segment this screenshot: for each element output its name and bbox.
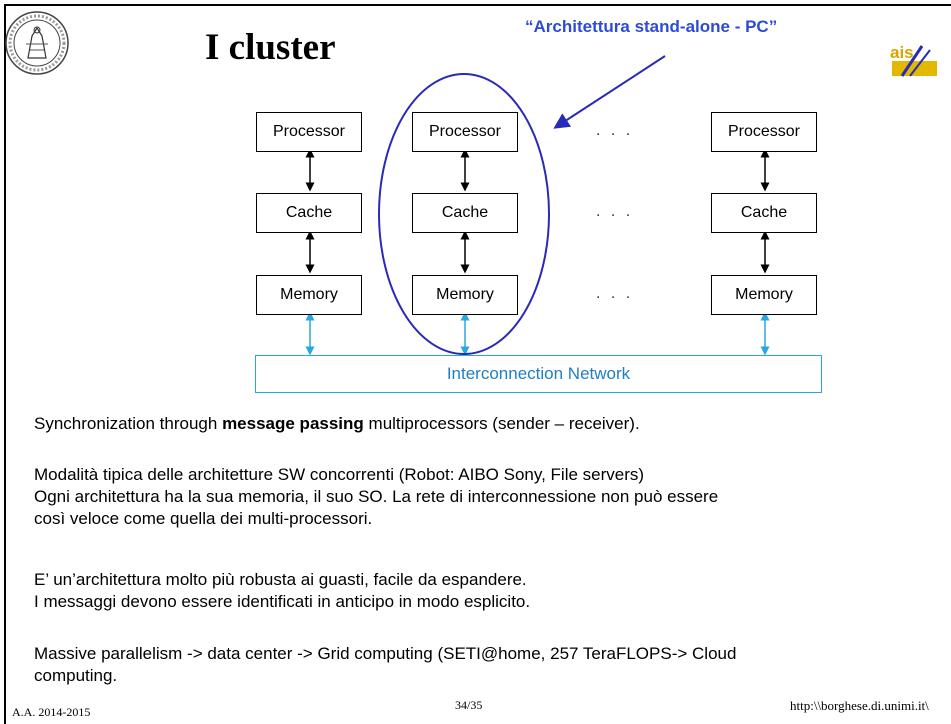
cache-box: Cache [412,193,518,233]
footer-page-number: 34/35 [455,698,483,712]
text-line: E’ un’architettura molto più robusta ai … [34,570,527,589]
svg-text:ais: ais [890,43,914,62]
footer-url[interactable]: http:\\borghese.di.unimi.it\ [790,698,929,713]
footer-academic-year: A.A. 2014-2015 [12,705,91,719]
paragraph-robustezza: E’ un’architettura molto più robusta ai … [34,569,530,613]
paragraph-modalita: Modalità tipica delle architetture SW co… [34,464,718,530]
slide-title: I cluster [205,27,336,68]
text-line: I messaggi devono essere identificati in… [34,592,531,611]
callout-label: “Architettura stand-alone - PC” [525,17,778,36]
university-seal-icon [5,11,69,75]
text: multiprocessors (sender – receiver). [363,414,640,433]
processor-box: Processor [256,112,362,152]
paragraph-message-passing: Synchronization through message passing … [34,413,640,435]
ais-logo-icon: ais [888,40,951,78]
text: Synchronization through [34,414,223,433]
text-line: Ogni architettura ha la sua memoria, il … [34,487,719,506]
interconnection-network: Interconnection Network [255,355,822,393]
memory-box: Memory [711,275,817,315]
emphasis-text: message passing [222,414,364,433]
text-line: computing. [34,666,118,685]
cache-box: Cache [711,193,817,233]
ellipsis: . . . [596,203,634,220]
paragraph-parallelism: Massive parallelism -> data center -> Gr… [34,643,736,687]
text-line: Modalità tipica delle architetture SW co… [34,465,645,484]
cache-box: Cache [256,193,362,233]
memory-box: Memory [412,275,518,315]
processor-box: Processor [412,112,518,152]
ellipsis: . . . [596,122,634,139]
slide-frame [4,4,951,724]
text-line: Massive parallelism -> data center -> Gr… [34,644,737,663]
text-line: così veloce come quella dei multi-proces… [34,509,373,528]
ellipsis: . . . [596,285,634,302]
processor-box: Processor [711,112,817,152]
memory-box: Memory [256,275,362,315]
